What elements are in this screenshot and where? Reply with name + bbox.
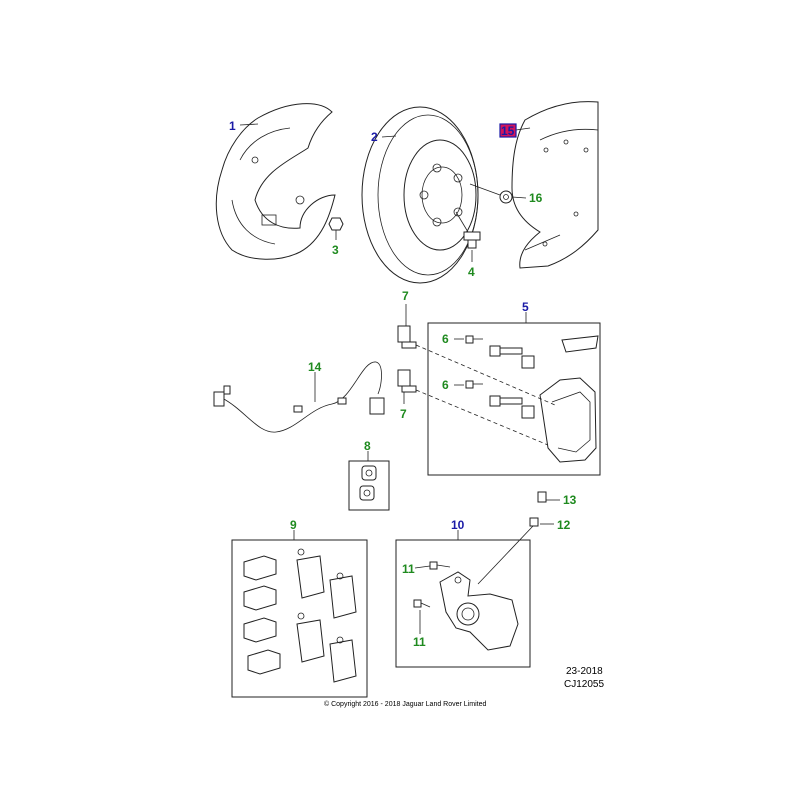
callout-5[interactable]: 5	[522, 300, 529, 314]
bushing-part-8-lower[interactable]	[359, 485, 375, 501]
screw-part-4[interactable]	[463, 231, 481, 249]
callout-9[interactable]: 9	[290, 518, 297, 532]
callout-6-upper[interactable]: 6	[442, 332, 449, 346]
pad-kit-box-part-9	[231, 539, 368, 698]
bolt-part-11-upper[interactable]	[429, 561, 451, 570]
kit-box-part-5	[427, 322, 601, 476]
callout-6-lower[interactable]: 6	[442, 378, 449, 392]
splash-shield-part-1[interactable]	[215, 103, 336, 260]
backing-plate-part-15[interactable]	[511, 101, 599, 269]
bolt-part-7-lower[interactable]	[397, 369, 417, 393]
guide-pin-upper[interactable]	[489, 345, 535, 369]
callout-15[interactable]: 15	[501, 124, 515, 138]
callout-11-upper[interactable]: 11	[402, 562, 415, 576]
callout-7-upper[interactable]: 7	[402, 289, 409, 303]
leader-lines	[239, 123, 560, 634]
callout-2[interactable]: 2	[371, 130, 378, 144]
callout-7-lower[interactable]: 7	[400, 407, 407, 421]
brake-pad-part-9-a[interactable]	[296, 548, 325, 599]
brake-pad-part-9-b[interactable]	[329, 572, 357, 619]
reference-code-2: CJ12055	[564, 679, 604, 690]
bushing-part-8-upper[interactable]	[361, 465, 377, 481]
dust-cap-part-13[interactable]	[537, 491, 547, 503]
callout-8[interactable]: 8	[364, 439, 371, 453]
bolt-part-6-upper[interactable]	[465, 335, 483, 344]
callout-1[interactable]: 1	[229, 119, 236, 133]
bolt-part-3[interactable]	[328, 217, 344, 240]
wear-sensor-part-14[interactable]	[213, 361, 385, 433]
callout-11-lower[interactable]: 11	[413, 635, 426, 649]
brake-pad-part-9-d[interactable]	[329, 636, 357, 683]
highlight-box-15	[499, 123, 517, 138]
bolt-part-11-lower[interactable]	[413, 599, 431, 608]
bolt-part-6-lower[interactable]	[465, 380, 483, 389]
bleed-screw-part-12[interactable]	[529, 517, 539, 527]
nut-part-16[interactable]	[499, 190, 513, 204]
caliper-carrier-part-5[interactable]	[539, 377, 597, 463]
callout-3[interactable]: 3	[332, 243, 339, 257]
brake-disc-part-2[interactable]	[361, 106, 479, 284]
callout-14[interactable]: 14	[308, 360, 322, 374]
bolt-part-7-upper[interactable]	[397, 325, 417, 349]
callout-10[interactable]: 10	[451, 518, 465, 532]
brake-pad-part-9-c[interactable]	[296, 612, 325, 663]
pad-clips-part-9[interactable]	[243, 555, 281, 675]
anti-rattle-clip[interactable]	[561, 335, 599, 353]
callout-16[interactable]: 16	[529, 191, 543, 205]
callout-13[interactable]: 13	[563, 493, 577, 507]
guide-pin-lower[interactable]	[489, 395, 535, 419]
callout-4[interactable]: 4	[468, 265, 475, 279]
copyright-notice: © Copyright 2016 - 2018 Jaguar Land Rove…	[324, 700, 486, 708]
caliper-part-10[interactable]	[439, 571, 519, 651]
caliper-box-part-10	[395, 539, 531, 668]
bushing-box-part-8	[348, 460, 390, 511]
reference-code-1: 23-2018	[566, 666, 603, 677]
callout-12[interactable]: 12	[557, 518, 571, 532]
